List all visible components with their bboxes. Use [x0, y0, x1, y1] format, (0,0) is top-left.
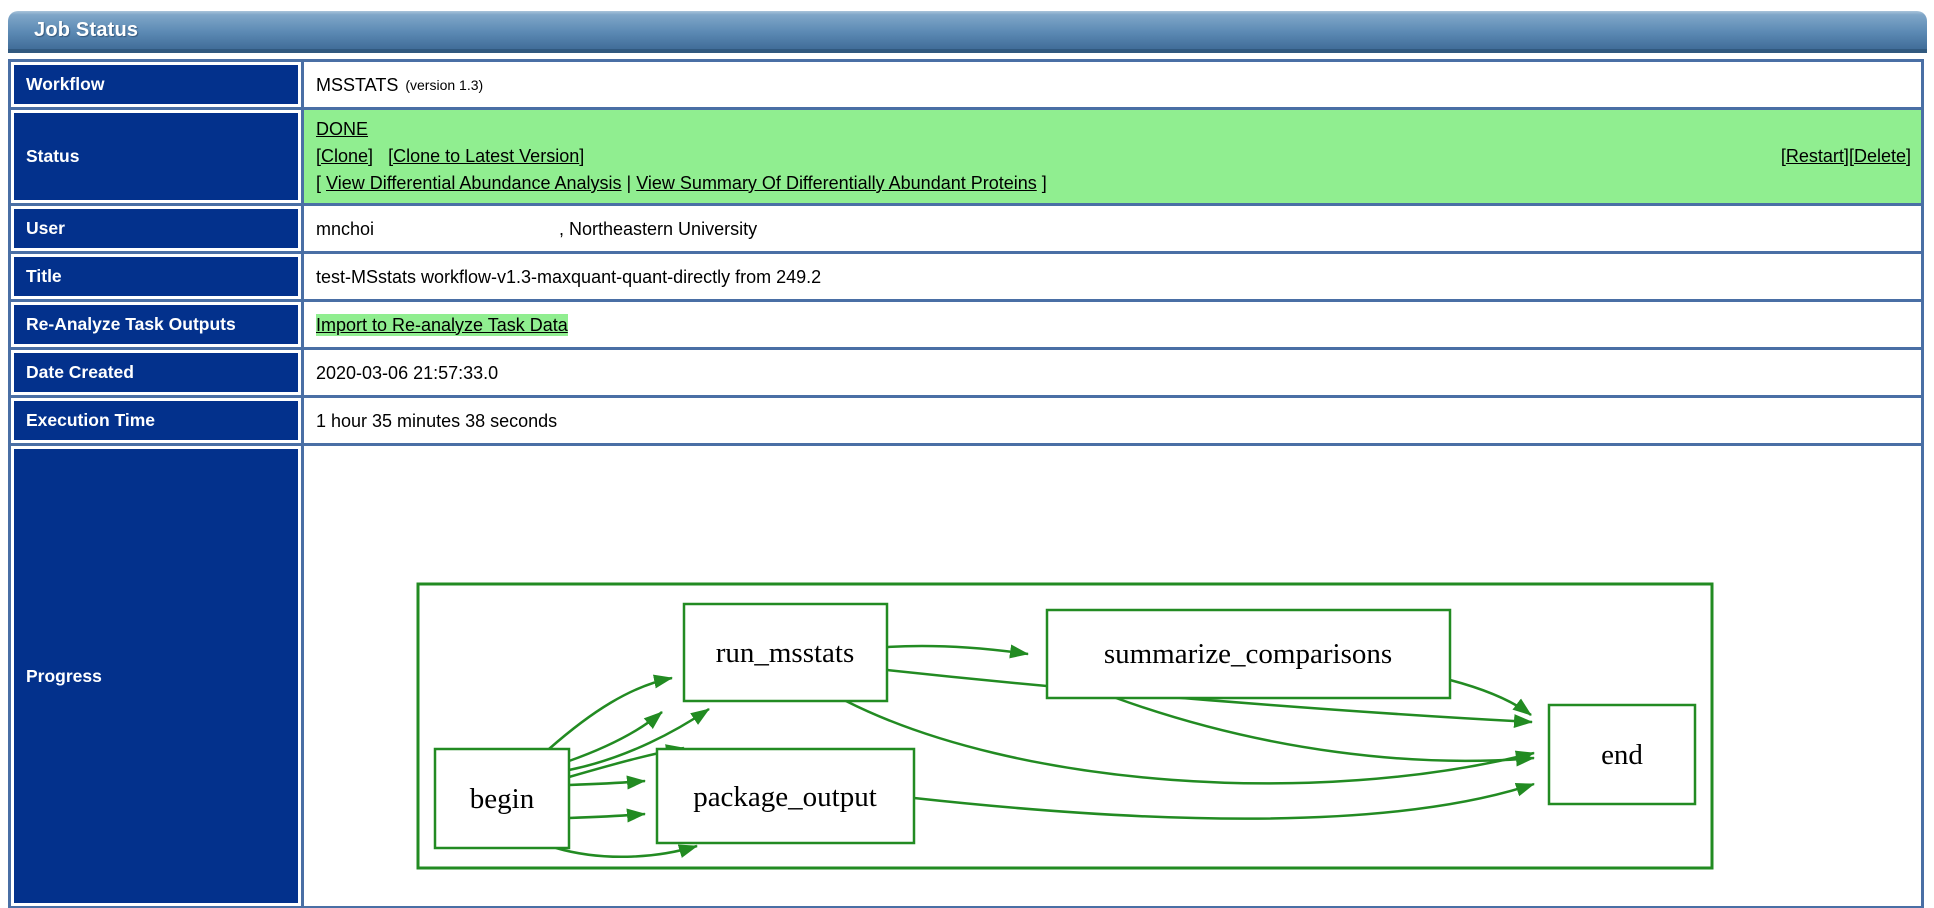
user-name: mnchoi — [316, 218, 375, 239]
edge-begin-run-msstats — [568, 711, 663, 763]
status-clone-group: [Clone] [Clone to Latest Version] — [316, 143, 584, 170]
diagram-edges — [548, 644, 1535, 859]
node-package-output-label: package_output — [693, 781, 877, 813]
workflow-progress-diagram: run_msstats summarize_comparisons begin … — [416, 582, 1714, 870]
table-row-date-created: Date Created 2020-03-06 21:57:33.0 — [11, 350, 1921, 398]
bracket: [ — [1848, 146, 1854, 166]
restart-link[interactable]: Restart — [1785, 146, 1844, 166]
table-row-execution-time: Execution Time 1 hour 35 minutes 38 seco… — [11, 398, 1921, 446]
column-divider — [301, 110, 304, 203]
column-divider — [301, 254, 304, 299]
pipe-separator: | — [621, 173, 637, 193]
user-label: User — [14, 209, 298, 248]
edge-begin-run-msstats — [568, 707, 710, 772]
title-value: test-MSstats workflow-v1.3-maxquant-quan… — [316, 266, 822, 287]
job-details-table: Workflow MSSTATS (version 1.3) Status DO… — [8, 59, 1924, 908]
job-status-header: Job Status — [8, 11, 1927, 53]
edge-run-msstats-summarize — [886, 644, 1029, 659]
clone-link[interactable]: Clone — [321, 146, 369, 166]
node-end-label: end — [1601, 739, 1643, 771]
column-divider — [301, 350, 304, 395]
edge-summarize-end — [1449, 678, 1532, 716]
edge-run-msstats-end — [886, 668, 1533, 729]
page-title: Job Status — [34, 18, 139, 41]
edge-begin-package-output — [555, 844, 698, 859]
bracket: [ — [388, 146, 394, 166]
date-created-value: 2020-03-06 21:57:33.0 — [316, 362, 499, 383]
status-state-line: DONE — [316, 116, 1911, 143]
import-reanalyze-link[interactable]: Import to Re-analyze Task Data — [316, 313, 568, 336]
table-row-reanalyze: Re-Analyze Task Outputs Import to Re-ana… — [11, 302, 1921, 350]
bracket: ] — [1036, 173, 1047, 193]
diagram-cluster-border — [416, 582, 1714, 870]
progress-label: Progress — [14, 449, 298, 903]
date-created-label: Date Created — [14, 353, 298, 392]
user-value-cell: mnchoi , Northeastern University — [304, 206, 1921, 251]
column-divider — [301, 302, 304, 347]
bracket: [ — [1780, 146, 1786, 166]
edge-package-output-end — [913, 782, 1535, 820]
column-divider — [301, 62, 304, 107]
bracket: ] — [1843, 146, 1849, 166]
edge-summarize-end — [1115, 696, 1535, 767]
node-begin-label: begin — [470, 783, 535, 815]
delete-link[interactable]: Delete — [1853, 146, 1906, 166]
execution-time-value: 1 hour 35 minutes 38 seconds — [316, 410, 558, 431]
reanalyze-label: Re-Analyze Task Outputs — [14, 305, 298, 344]
bracket: ] — [1905, 146, 1911, 166]
column-divider — [301, 446, 304, 906]
workflow-label: Workflow — [14, 65, 298, 104]
table-row-user: User mnchoi , Northeastern University — [11, 206, 1921, 254]
status-done-link[interactable]: DONE — [316, 119, 369, 139]
workflow-version: (version 1.3) — [405, 76, 484, 93]
edge-begin-package-output — [568, 775, 646, 790]
status-views-line: [ View Differential Abundance Analysis |… — [316, 170, 1911, 197]
workflow-name: MSSTATS — [316, 74, 399, 95]
clone-to-latest-link[interactable]: Clone to Latest Version — [393, 146, 580, 166]
table-row-status: Status DONE [Clone] [Clone to Latest Ver… — [11, 110, 1921, 206]
bracket: [ — [316, 146, 322, 166]
status-value-cell: DONE [Clone] [Clone to Latest Version] [… — [304, 110, 1921, 203]
bracket: ] — [368, 146, 374, 166]
reanalyze-value-cell: Import to Re-analyze Task Data — [304, 302, 1921, 347]
status-label: Status — [14, 113, 298, 200]
view-summary-proteins-link[interactable]: View Summary Of Differentially Abundant … — [636, 173, 1037, 193]
node-summarize-comparisons — [1045, 608, 1452, 700]
column-divider — [301, 398, 304, 443]
node-summarize-comparisons-label: summarize_comparisons — [1104, 638, 1392, 670]
table-row-title: Title test-MSstats workflow-v1.3-maxquan… — [11, 254, 1921, 302]
column-divider — [301, 206, 304, 251]
job-status-page: Job Status Workflow MSSTATS (version 1.3… — [0, 11, 1934, 908]
execution-time-label: Execution Time — [14, 401, 298, 440]
title-label: Title — [14, 257, 298, 296]
workflow-value-cell: MSSTATS (version 1.3) — [304, 62, 1921, 107]
status-manage-group: [Restart][Delete] — [1781, 143, 1911, 170]
status-actions-line: [Clone] [Clone to Latest Version] [Resta… — [316, 143, 1911, 170]
node-run-msstats-label: run_msstats — [716, 637, 855, 669]
node-begin — [433, 747, 571, 850]
node-end — [1547, 703, 1697, 806]
edge-run-msstats-end — [845, 699, 1535, 785]
table-row-workflow: Workflow MSSTATS (version 1.3) — [11, 62, 1921, 110]
clone-latest-group: [Clone to Latest Version] — [388, 146, 584, 166]
diagram-nodes: run_msstats summarize_comparisons begin … — [433, 602, 1697, 850]
bracket: ] — [579, 146, 585, 166]
clone-group: [Clone] — [316, 146, 373, 166]
progress-value-cell: run_msstats summarize_comparisons begin … — [304, 446, 1921, 906]
edge-begin-package-output — [568, 808, 646, 823]
table-row-progress: Progress — [11, 446, 1921, 908]
view-differential-abundance-link[interactable]: View Differential Abundance Analysis — [326, 173, 622, 193]
edge-begin-run-msstats — [548, 674, 673, 750]
bracket: [ — [316, 173, 327, 193]
user-affiliation: , Northeastern University — [559, 218, 758, 239]
node-run-msstats — [682, 602, 889, 703]
node-package-output — [655, 747, 916, 845]
